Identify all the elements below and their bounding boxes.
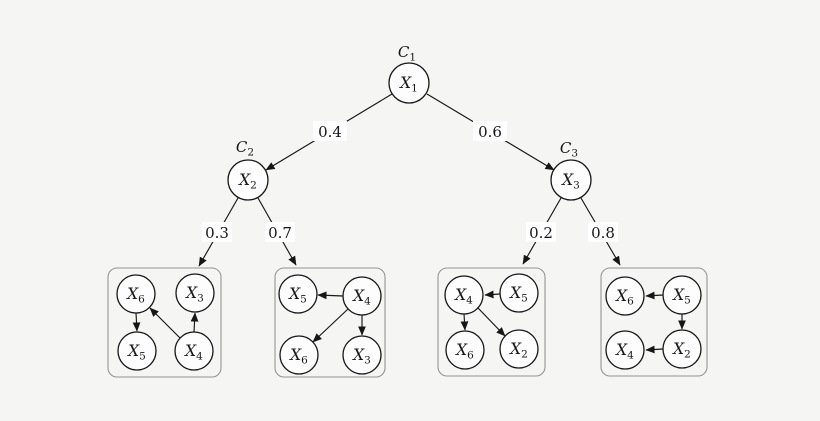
arrow-x5-x4	[484, 290, 501, 299]
node-label: X4	[352, 287, 371, 308]
leaf-box-frame	[437, 267, 546, 377]
weight-label-bg	[588, 222, 618, 242]
arrow-x5-x6	[645, 291, 664, 300]
weight-label: 0.8	[591, 224, 615, 242]
node-circle	[550, 159, 592, 201]
node-label: X3	[561, 171, 580, 192]
leaf-box-2: X5 X4 X6 X3	[274, 267, 386, 378]
weight-label-bg	[526, 222, 556, 242]
arrow-x4-x5	[317, 291, 344, 300]
weight-root-right: 0.6	[473, 121, 507, 141]
node-label: X4	[615, 341, 634, 362]
arrow-x4-x6	[460, 313, 469, 331]
leaf-box-frame	[107, 267, 222, 378]
weight-left-left: 0.3	[202, 222, 232, 242]
leaf-box-4: X6 X5 X4 X2	[600, 267, 708, 377]
node-label: X2	[672, 340, 691, 361]
cluster-label-c3: C3	[560, 139, 578, 160]
node-circle	[278, 274, 318, 314]
node-circle	[662, 329, 702, 369]
weight-label-bg	[202, 222, 232, 242]
arrow-x6-x5	[132, 312, 141, 332]
node-circle	[499, 329, 539, 369]
arrow-x4-x6	[312, 308, 349, 343]
node-label: X5	[288, 285, 307, 306]
node-circle	[342, 335, 382, 375]
node-label: X5	[672, 286, 691, 307]
node-label: X1	[399, 74, 418, 95]
node-circle	[279, 335, 319, 375]
weight-label: 0.7	[268, 224, 292, 242]
node-x3: X3	[550, 159, 592, 201]
node-circle	[605, 276, 645, 316]
node-label: X3	[185, 284, 204, 305]
node-label: X6	[615, 287, 634, 308]
leaf-box-1: X6 X3 X5 X4	[107, 267, 222, 378]
node-circle	[388, 62, 430, 104]
node-label: X6	[455, 341, 474, 362]
weight-label: 0.3	[205, 224, 229, 242]
weight-right-left: 0.2	[526, 222, 556, 242]
weight-label: 0.2	[529, 224, 553, 242]
node-x2: X2	[227, 159, 269, 201]
arrow-x4-x3	[190, 312, 199, 333]
node-circle	[174, 331, 214, 371]
node-x1: X1	[388, 62, 430, 104]
weight-label-bg	[473, 121, 507, 141]
weight-root-left: 0.4	[313, 121, 347, 141]
node-circle	[116, 274, 156, 314]
leaf-box-frame	[274, 267, 386, 378]
node-circle	[227, 159, 269, 201]
arrow-x4-x2	[477, 307, 506, 337]
leaf-box-3: X4 X5 X6 X2	[437, 267, 546, 377]
weight-label: 0.6	[478, 123, 502, 141]
weight-left-right: 0.7	[265, 222, 295, 242]
node-circle	[499, 273, 539, 313]
node-label: X2	[509, 340, 528, 361]
node-circle	[605, 330, 645, 370]
node-circle	[175, 273, 215, 313]
cluster-label-c2: C2	[236, 138, 254, 159]
node-label: X2	[238, 171, 257, 192]
node-label: X6	[289, 346, 308, 367]
leaf-box-frame	[600, 267, 708, 377]
node-label: X4	[184, 342, 203, 363]
weight-label-bg	[265, 222, 295, 242]
node-label: X4	[454, 286, 473, 307]
node-label: X5	[509, 284, 528, 305]
weight-label-bg	[313, 121, 347, 141]
weight-label: 0.4	[318, 123, 342, 141]
node-circle	[662, 275, 702, 315]
node-circle	[117, 331, 157, 371]
arrow-x4-x6	[149, 307, 181, 339]
node-circle	[342, 276, 382, 316]
arrow-x2-x4	[645, 345, 664, 354]
node-label: X3	[352, 346, 371, 367]
weight-right-right: 0.8	[588, 222, 618, 242]
node-label: X5	[127, 342, 146, 363]
node-circle	[444, 275, 484, 315]
node-circle	[445, 330, 485, 370]
node-label: X6	[126, 285, 145, 306]
cluster-label-c1: C1	[398, 43, 416, 64]
